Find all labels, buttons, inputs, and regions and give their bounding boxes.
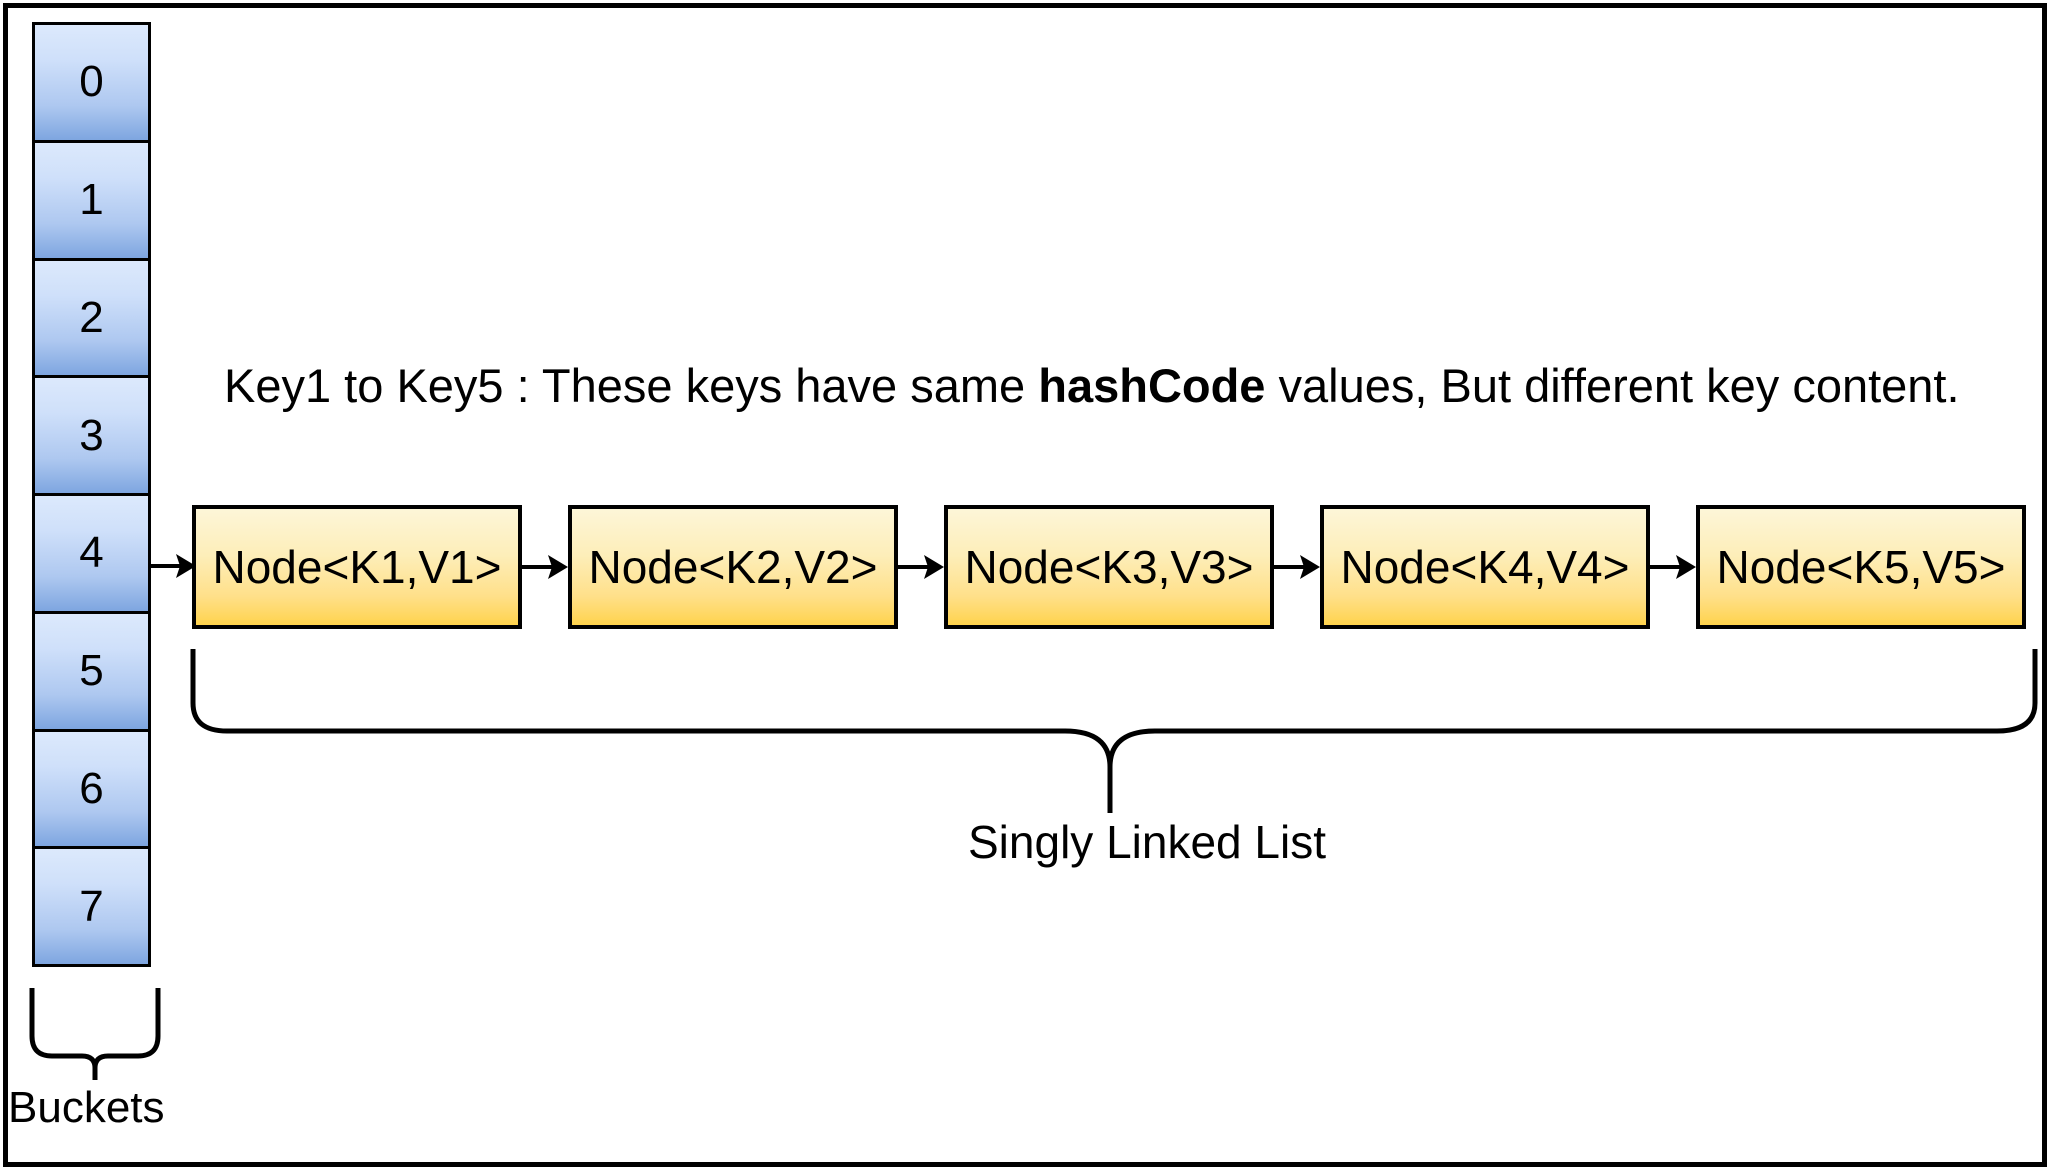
headline-part1: Key1 to Key5 : These keys have same [224, 359, 1039, 412]
node-connector-2-3 [898, 549, 944, 585]
node-label: Node<K3,V3> [964, 541, 1254, 593]
buckets-brace-icon [29, 988, 161, 1080]
node-box-3[interactable]: Node<K3,V3> [944, 505, 1274, 629]
buckets-label: Buckets [8, 1083, 165, 1132]
node-label: Node<K5,V5> [1716, 541, 2006, 593]
bucket-cell-0[interactable]: 0 [32, 22, 151, 143]
bucket-index-label: 7 [79, 881, 104, 931]
bucket-index-label: 1 [79, 175, 104, 225]
singly-linked-list-label: Singly Linked List [968, 816, 1326, 868]
bucket-cell-2[interactable]: 2 [32, 257, 151, 379]
node-connector-4-5 [1650, 549, 1696, 585]
node-label: Node<K2,V2> [588, 541, 878, 593]
bucket-index-label: 0 [79, 57, 104, 107]
node-connector-1-2 [522, 549, 568, 585]
linked-list-row: Node<K1,V1> Node<K2,V2> Node<K3,V3> [192, 505, 2026, 629]
node-box-4[interactable]: Node<K4,V4> [1320, 505, 1650, 629]
bucket-index-label: 2 [79, 292, 104, 342]
buckets-column: 0 1 2 3 4 5 6 7 [32, 22, 151, 988]
headline-text: Key1 to Key5 : These keys have same hash… [224, 358, 1960, 413]
bucket-cell-3[interactable]: 3 [32, 375, 151, 496]
node-box-5[interactable]: Node<K5,V5> [1696, 505, 2026, 629]
bucket-to-node-arrow-icon [150, 554, 196, 578]
headline-part2: values, But different key content. [1265, 359, 1960, 412]
headline-emphasis: hashCode [1038, 359, 1266, 412]
node-label: Node<K1,V1> [212, 541, 502, 593]
bucket-cell-4[interactable]: 4 [32, 493, 151, 614]
bucket-cell-6[interactable]: 6 [32, 728, 151, 850]
linked-list-brace-icon [185, 645, 2045, 815]
bucket-cell-5[interactable]: 5 [32, 610, 151, 732]
arrow-right-icon [522, 555, 568, 579]
arrow-right-icon [1650, 555, 1696, 579]
bucket-index-label: 4 [79, 528, 104, 578]
node-connector-3-4 [1274, 549, 1320, 585]
arrow-right-icon [1274, 555, 1320, 579]
bucket-index-label: 6 [79, 763, 104, 813]
bucket-index-label: 5 [79, 646, 104, 696]
arrow-right-icon [898, 555, 944, 579]
bucket-cell-1[interactable]: 1 [32, 139, 151, 261]
node-box-2[interactable]: Node<K2,V2> [568, 505, 898, 629]
node-box-1[interactable]: Node<K1,V1> [192, 505, 522, 629]
bucket-cell-7[interactable]: 7 [32, 846, 151, 967]
bucket-index-label: 3 [79, 410, 104, 460]
node-label: Node<K4,V4> [1340, 541, 1630, 593]
